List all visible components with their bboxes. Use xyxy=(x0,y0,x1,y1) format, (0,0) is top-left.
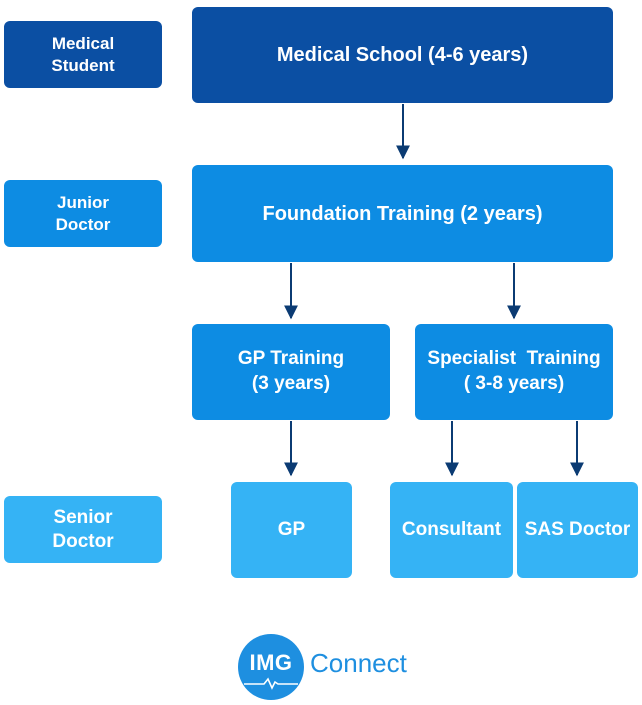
stage-foundation-training-label: Foundation Training (2 years) xyxy=(262,202,543,225)
heartbeat-icon xyxy=(244,677,298,690)
stage-gp-training: GP Training (3 years) xyxy=(192,324,390,420)
stage-gp-training-line1: GP Training xyxy=(237,348,345,370)
level-medical-student-line2: Student xyxy=(51,55,115,75)
stage-medical-school-label: Medical School (4-6 years) xyxy=(276,44,529,66)
level-senior-doctor-line2: Doctor xyxy=(52,530,114,552)
level-medical-student-line1: Medical xyxy=(51,34,115,54)
stage-specialist-training-line1: Specialist Training xyxy=(427,348,601,370)
stage-gp-training-line2: (3 years) xyxy=(251,373,331,394)
stage-specialist-training-line2: ( 3-8 years) xyxy=(463,373,565,394)
outcome-consultant: Consultant xyxy=(390,482,513,578)
level-junior-doctor-line2: Doctor xyxy=(55,214,111,234)
stage-specialist-training: Specialist Training ( 3-8 years) xyxy=(415,324,613,420)
level-medical-student: Medical Student xyxy=(4,21,162,88)
stage-medical-school: Medical School (4-6 years) xyxy=(192,7,613,103)
outcome-sas-doctor-label: SAS Doctor xyxy=(524,518,631,540)
level-junior-doctor-line1: Junior xyxy=(57,193,109,213)
img-connect-logo: IMG Connect xyxy=(238,634,407,700)
outcome-gp: GP xyxy=(231,482,352,578)
logo-wordmark: Connect xyxy=(310,647,407,678)
outcome-gp-label: GP xyxy=(277,518,306,540)
outcome-consultant-label: Consultant xyxy=(401,518,502,540)
stage-foundation-training: Foundation Training (2 years) xyxy=(192,165,613,262)
logo-mark-text: IMG xyxy=(249,650,293,675)
level-senior-doctor: Senior Doctor xyxy=(4,496,162,563)
level-senior-doctor-line1: Senior xyxy=(53,506,113,528)
outcome-sas-doctor: SAS Doctor xyxy=(517,482,638,578)
logo-mark: IMG xyxy=(238,634,304,700)
level-junior-doctor: Junior Doctor xyxy=(4,180,162,247)
